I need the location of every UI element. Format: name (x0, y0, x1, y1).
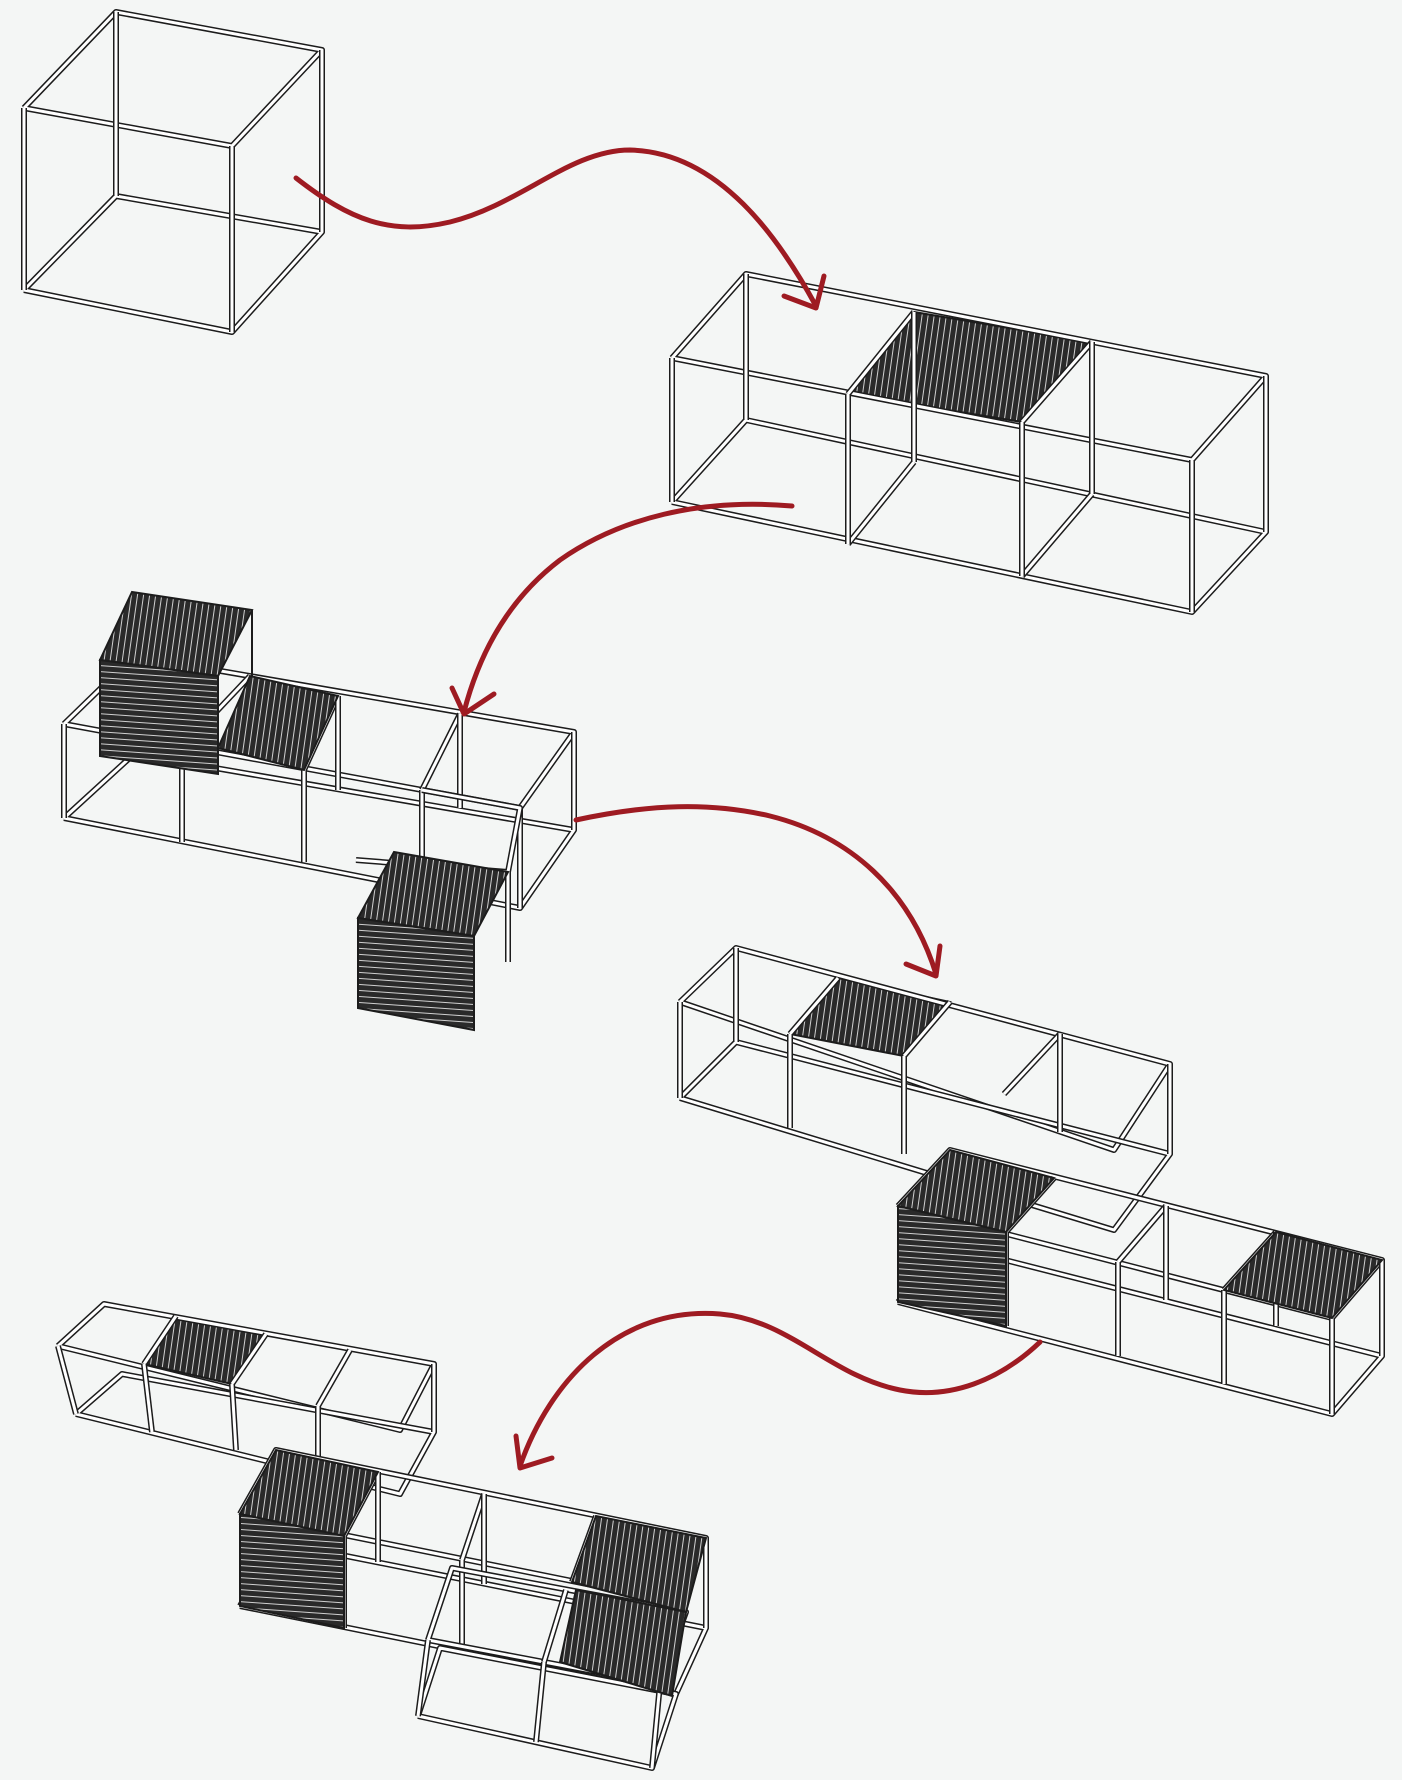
shaded-wall-panel (99, 658, 219, 776)
frame-inner-line (1002, 1032, 1062, 1096)
arrow-stage-2-to-3 (461, 501, 795, 715)
frame-inner-line (650, 1683, 662, 1769)
frame-inner-line (142, 1363, 154, 1433)
frame-inner-line (316, 1349, 352, 1407)
frame-inner-line (22, 10, 324, 148)
cube-frame (21, 9, 325, 149)
bottom-frame (669, 417, 1269, 615)
shaded-wall-panel (357, 916, 475, 1032)
frame-inner-line (1020, 341, 1094, 423)
arrowhead-3 (903, 943, 943, 979)
shaded-roof-panel (846, 310, 1094, 424)
stage-3-cluster (61, 590, 577, 1032)
frame-inner-line (1116, 1205, 1168, 1263)
shaded-wall-panel (897, 1204, 1007, 1328)
frame-inner-line (788, 977, 840, 1035)
arrowhead-1 (781, 273, 827, 311)
frame-inner-line (460, 1493, 486, 1561)
frame-inner-line (670, 418, 1268, 614)
stage-4-cluster (677, 945, 1385, 1417)
frame-inner-line (230, 1383, 238, 1451)
transition-arrows (293, 147, 1043, 1471)
frame-inner-line (846, 461, 916, 545)
frame-inner-line (56, 1345, 78, 1415)
shaded-roof-panel (570, 1514, 708, 1614)
stage-5-final-assembly (55, 1301, 709, 1771)
cube-frame (21, 193, 325, 335)
arrowhead-2 (449, 685, 497, 717)
frame-inner-line (230, 1333, 268, 1385)
arrowhead-4 (513, 1433, 555, 1471)
arrow-stage-1-to-2 (293, 147, 819, 309)
shaded-floor-panel (216, 674, 340, 772)
frame-inner-line (416, 1646, 678, 1770)
stage-2-three-cubes (669, 271, 1269, 615)
arrow-stage-3-to-4 (573, 804, 939, 977)
shaded-roof-panel (788, 976, 952, 1058)
frame-inner-line (142, 1315, 178, 1365)
arrow-stage-4-to-5 (517, 1310, 1043, 1469)
frame-inner-line (902, 1001, 952, 1057)
shaded-roof-panel (558, 1588, 688, 1698)
frame-inner-line (534, 1661, 546, 1743)
stage-1-single-cube (21, 9, 325, 335)
shaded-roof-panel (1222, 1230, 1384, 1320)
frame-inner-line (1020, 493, 1094, 577)
frame-inner-line (542, 1589, 568, 1663)
frame-inner-line (420, 713, 462, 791)
frame-inner-line (846, 311, 916, 395)
frame-inner-line (22, 194, 324, 334)
shaded-wall-panel (239, 1512, 345, 1630)
frame-inner-line (416, 1639, 430, 1717)
